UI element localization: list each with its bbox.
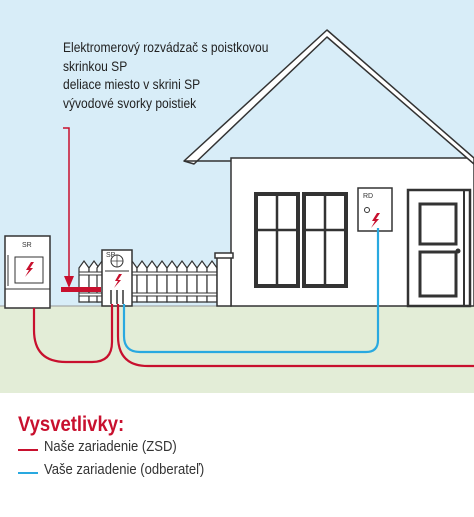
legend: Vysvetlivky: Naše zariadenie (ZSD) Vaše … xyxy=(18,413,204,483)
house-roof xyxy=(183,29,474,165)
callout-line-4: vývodové svorky poistiek xyxy=(63,94,197,111)
lightning-icon xyxy=(371,213,380,228)
your-cable xyxy=(122,228,380,354)
house-door xyxy=(406,188,472,308)
sr-label: SR xyxy=(22,242,32,249)
legend-label-yours: Vaše zariadenie (odberateľ) xyxy=(44,462,205,478)
fence-rail-bottom xyxy=(78,292,220,297)
meter-cabinet: SP xyxy=(101,249,133,307)
legend-swatch-red xyxy=(18,449,38,451)
house-distribution-box xyxy=(357,187,393,232)
callout-line-2: skrinkou SP xyxy=(63,57,128,74)
window-right xyxy=(302,192,348,288)
distribution-cabinet-sr: SR xyxy=(4,235,51,309)
legend-swatch-blue xyxy=(18,472,38,474)
legend-title: Vysvetlivky: xyxy=(18,413,125,436)
window-left xyxy=(254,192,300,288)
callout-line-1: Elektromerový rozvádzač s poistkovou xyxy=(63,39,269,55)
sp-label: SP xyxy=(106,252,116,259)
lightning-icon xyxy=(25,262,34,277)
callout-text: Elektromerový rozvádzač s poistkovou skr… xyxy=(63,38,321,112)
our-cable-service xyxy=(116,304,474,368)
separation-point-marker xyxy=(61,287,101,292)
fence-pillar-cap xyxy=(214,252,234,259)
fence-rail-top xyxy=(78,271,220,276)
legend-item-yours: Vaše zariadenie (odberateľ) xyxy=(18,462,204,483)
callout-leader xyxy=(61,127,101,292)
rd-label: RD xyxy=(363,193,373,200)
house xyxy=(183,29,474,308)
lightning-icon xyxy=(114,274,122,288)
ground xyxy=(0,306,474,393)
our-cable xyxy=(32,304,114,364)
callout-arrowhead xyxy=(64,276,74,288)
callout-line-3: deliace miesto v skrini SP xyxy=(63,76,201,92)
door-handle xyxy=(455,248,461,254)
legend-label-ours: Naše zariadenie (ZSD) xyxy=(44,439,177,455)
legend-item-ours: Naše zariadenie (ZSD) xyxy=(18,439,177,460)
fence-pillar xyxy=(216,256,232,307)
